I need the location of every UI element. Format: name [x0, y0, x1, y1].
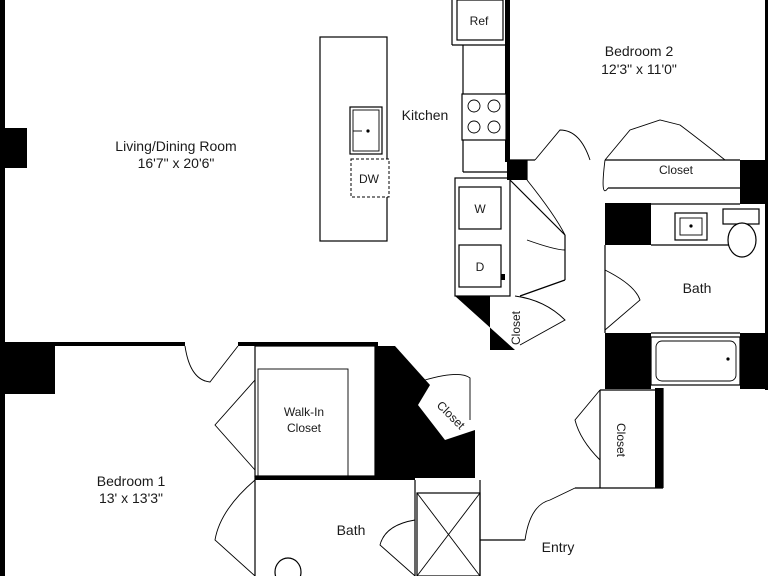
- kitchen-name: Kitchen: [402, 107, 449, 123]
- doors: [184, 119, 726, 576]
- stove-icon: [461, 93, 507, 141]
- toilet-icon: [722, 208, 760, 225]
- bathtub-icon: [650, 336, 741, 386]
- ref-label: Ref: [470, 14, 489, 28]
- living-room-size: 16'7" x 20'6": [138, 155, 215, 171]
- toilet-icon: [274, 557, 302, 576]
- living-room-name: Living/Dining Room: [115, 138, 236, 154]
- walk-in-closet-line2: Closet: [287, 421, 322, 435]
- bath-lower-name: Bath: [337, 522, 366, 538]
- labels: Living/Dining Room 16'7" x 20'6" Bedroom…: [97, 14, 712, 555]
- washer: [458, 186, 502, 230]
- walk-in-closet-line1: Walk-In: [284, 405, 324, 419]
- bedroom-2-size: 12'3" x 11'0": [601, 61, 677, 77]
- interior-lines: [254, 0, 740, 576]
- bedroom-1-size: 13' x 13'3": [99, 490, 163, 506]
- bedroom-1-name: Bedroom 1: [97, 473, 166, 489]
- closet-laundry-label: Closet: [509, 310, 523, 345]
- closet-entry-label: Closet: [614, 423, 628, 458]
- fixtures: [274, 0, 760, 576]
- sink-icon: [349, 106, 383, 155]
- dryer: [458, 244, 502, 288]
- dryer-label: D: [476, 260, 485, 274]
- entry-name: Entry: [542, 539, 575, 555]
- dishwasher: [350, 158, 390, 198]
- closet-hall-label: Closet: [434, 398, 468, 432]
- bedroom-2-name: Bedroom 2: [605, 43, 674, 59]
- dw-label: DW: [359, 172, 380, 186]
- bath-upper-name: Bath: [683, 280, 712, 296]
- refrigerator: [456, 0, 504, 41]
- washer-label: W: [474, 202, 486, 216]
- closet-bedroom-2-label: Closet: [659, 163, 694, 177]
